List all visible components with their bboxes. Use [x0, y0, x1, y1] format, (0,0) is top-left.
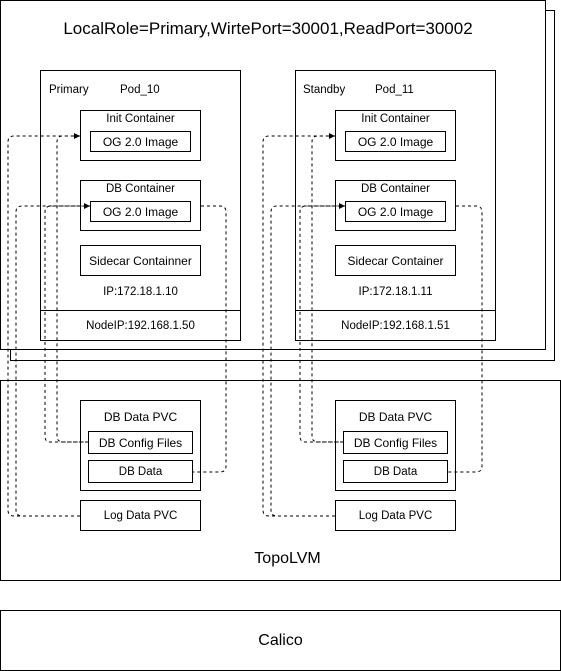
- connector-config-to-db: [299, 203, 345, 443]
- node-ip-label: NodeIP:192.168.1.51: [341, 319, 450, 332]
- init-image: OG 2.0 Image: [90, 131, 191, 152]
- pod-name-label: Pod_10: [120, 84, 160, 96]
- db-config-files-label: DB Config Files: [353, 435, 438, 450]
- init-image-label: OG 2.0 Image: [102, 134, 179, 149]
- db-config-files: DB Config Files: [88, 431, 193, 454]
- db-container-label: DB Container: [360, 183, 431, 195]
- init-image-label: OG 2.0 Image: [357, 134, 434, 149]
- connector-log-to-init: [262, 133, 335, 517]
- log-data-pvc: Log Data PVC: [80, 500, 201, 531]
- log-data-pvc-label: Log Data PVC: [358, 509, 433, 522]
- db-data-pvc-label: DB Data PVC: [358, 410, 433, 424]
- pod-role-label: Standby: [303, 84, 346, 96]
- db-data-label: DB Data: [373, 465, 418, 478]
- init-container-label: Init Container: [106, 113, 175, 125]
- connector-db-to-data: [193, 205, 227, 473]
- db-config-files-label: DB Config Files: [98, 435, 183, 450]
- pod-ip: IP:172.18.1.10: [103, 286, 178, 298]
- cluster-title: LocalRole=Primary,WirtePort=30001,ReadPo…: [63, 19, 473, 38]
- db-data-pvc-label: DB Data PVC: [103, 410, 178, 424]
- pod-role-label: Primary: [49, 84, 89, 96]
- node-ip-label: NodeIP:192.168.1.50: [86, 319, 195, 332]
- db-data: DB Data: [88, 460, 193, 483]
- db-image: OG 2.0 Image: [345, 201, 446, 222]
- connector-log-to-db: [270, 205, 345, 517]
- sidecar-container: Sidecar Containner: [80, 245, 201, 276]
- init-image: OG 2.0 Image: [345, 131, 446, 152]
- db-image-label: OG 2.0 Image: [102, 204, 179, 219]
- connector-db-to-data: [448, 205, 483, 473]
- calico-label: Calico: [258, 631, 303, 649]
- connector-init-to-config: [56, 135, 88, 443]
- connector-log-to-db: [15, 205, 90, 517]
- db-image: OG 2.0 Image: [90, 201, 191, 222]
- sidecar-label: Sidecar Containner: [89, 253, 192, 268]
- log-data-pvc-label: Log Data PVC: [103, 509, 178, 522]
- node-ip: NodeIP:192.168.1.51: [295, 310, 496, 341]
- pod-ip: IP:172.18.1.11: [358, 286, 433, 298]
- log-data-pvc: Log Data PVC: [335, 500, 456, 531]
- db-image-label: OG 2.0 Image: [357, 204, 434, 219]
- node-ip: NodeIP:192.168.1.50: [40, 310, 241, 341]
- connector-init-to-config: [311, 135, 343, 443]
- db-data: DB Data: [343, 460, 448, 483]
- db-config-files: DB Config Files: [343, 431, 448, 454]
- sidecar-container: Sidecar Container: [335, 245, 456, 276]
- connector-log-to-init: [7, 133, 80, 517]
- topolvm-label: TopoLVM: [254, 550, 321, 567]
- db-data-label: DB Data: [118, 465, 163, 478]
- connector-config-to-db: [44, 203, 90, 443]
- init-container-label: Init Container: [361, 113, 430, 125]
- sidecar-label: Sidecar Container: [347, 253, 444, 268]
- db-container-label: DB Container: [105, 183, 176, 195]
- pod-name-label: Pod_11: [375, 84, 414, 96]
